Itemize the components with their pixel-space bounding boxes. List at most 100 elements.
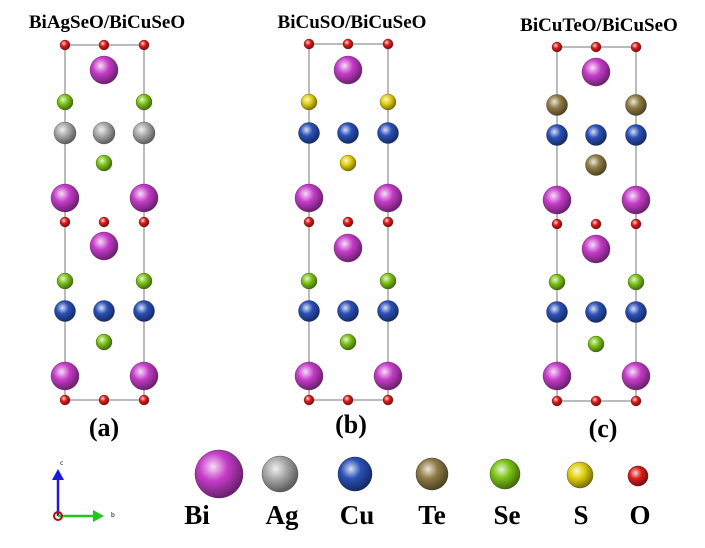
atom-ag — [132, 121, 156, 145]
atom-cu — [585, 301, 607, 323]
atom-o — [303, 394, 315, 406]
atom-cu — [298, 122, 320, 144]
atom-o — [342, 216, 354, 228]
atom-o — [138, 394, 150, 406]
panel-label-a: (a) — [88, 413, 120, 442]
atom-bi — [373, 361, 403, 391]
atom-bi — [373, 183, 403, 213]
atom-bi — [333, 55, 363, 85]
atom-s — [300, 93, 318, 111]
atom-cu — [585, 124, 607, 146]
atom-bi — [621, 185, 651, 215]
atom-bi — [581, 234, 611, 264]
legend-label-te: Te — [418, 500, 446, 530]
atom-o — [303, 38, 315, 50]
atom-se — [95, 333, 113, 351]
atom-se — [548, 273, 566, 291]
unit-cell-a — [50, 39, 159, 406]
atom-o — [342, 394, 354, 406]
unit-cell-b — [294, 38, 403, 406]
atom-o — [590, 41, 602, 53]
axis-origin — [53, 511, 63, 521]
atom-o — [551, 395, 563, 407]
legend-sphere-se — [489, 458, 521, 490]
atom-se — [135, 93, 153, 111]
panel-label-c: (c) — [588, 414, 618, 443]
atom-se — [339, 333, 357, 351]
legend-sphere-s — [566, 461, 594, 489]
atom-bi — [581, 57, 611, 87]
atom-o — [303, 216, 315, 228]
legend-sphere-o — [627, 465, 649, 487]
panel-label-b: (b) — [335, 410, 367, 439]
atom-te — [585, 154, 607, 176]
atom-bi — [89, 55, 119, 85]
atom-o — [551, 41, 563, 53]
atom-o — [590, 218, 602, 230]
atom-te — [546, 94, 568, 116]
legend-sphere-cu — [337, 456, 373, 492]
atom-cu — [546, 124, 568, 146]
atom-o — [382, 394, 394, 406]
atom-o — [630, 218, 642, 230]
axis-c-arrow — [52, 469, 64, 480]
atom-cu — [133, 300, 155, 322]
legend-sphere-te — [415, 457, 449, 491]
atom-se — [587, 335, 605, 353]
atom-cu — [93, 300, 115, 322]
axis-label-b: b — [111, 512, 115, 519]
atom-bi — [129, 361, 159, 391]
atom-o — [590, 395, 602, 407]
atom-bi — [294, 183, 324, 213]
atom-cu — [337, 300, 359, 322]
atom-bi — [542, 361, 572, 391]
atom-se — [56, 93, 74, 111]
atom-bi — [542, 185, 572, 215]
atom-cu — [625, 124, 647, 146]
atom-cu — [298, 300, 320, 322]
legend-sphere-ag — [261, 455, 299, 493]
legend-label-o: O — [629, 500, 651, 530]
atom-o — [98, 216, 110, 228]
unit-cells — [50, 38, 651, 407]
atom-bi — [621, 361, 651, 391]
panel-title-a: BiAgSeO/BiCuSeO — [28, 12, 186, 33]
atom-te — [625, 94, 647, 116]
atom-bi — [50, 183, 80, 213]
atom-o — [630, 41, 642, 53]
atom-o — [98, 39, 110, 51]
atom-bi — [333, 233, 363, 263]
atom-s — [379, 93, 397, 111]
legend-label-se: Se — [493, 500, 521, 530]
atom-o — [59, 39, 71, 51]
atom-o — [342, 38, 354, 50]
atom-se — [56, 272, 74, 290]
axis-label-c: c — [60, 460, 64, 467]
atom-cu — [377, 122, 399, 144]
legend-label-s: S — [573, 500, 589, 530]
unit-cell-c — [542, 41, 651, 407]
atom-se — [135, 272, 153, 290]
legend-label-cu: Cu — [339, 500, 375, 530]
atom-ag — [53, 121, 77, 145]
atom-s — [339, 154, 357, 172]
atom-o — [98, 394, 110, 406]
axis-b-arrow — [93, 510, 104, 522]
atom-cu — [54, 300, 76, 322]
panel-title-b: BiCuSO/BiCuSeO — [277, 12, 427, 33]
atom-o — [551, 218, 563, 230]
atom-ag — [92, 121, 116, 145]
legend-label-ag: Ag — [265, 500, 299, 530]
atom-cu — [625, 301, 647, 323]
atom-o — [382, 216, 394, 228]
atom-se — [95, 154, 113, 172]
atom-cu — [546, 301, 568, 323]
atom-o — [382, 38, 394, 50]
atom-bi — [50, 361, 80, 391]
legend-label-bi: Bi — [184, 500, 210, 530]
atom-cu — [337, 122, 359, 144]
atom-o — [138, 39, 150, 51]
atom-bi — [129, 183, 159, 213]
atom-o — [59, 216, 71, 228]
